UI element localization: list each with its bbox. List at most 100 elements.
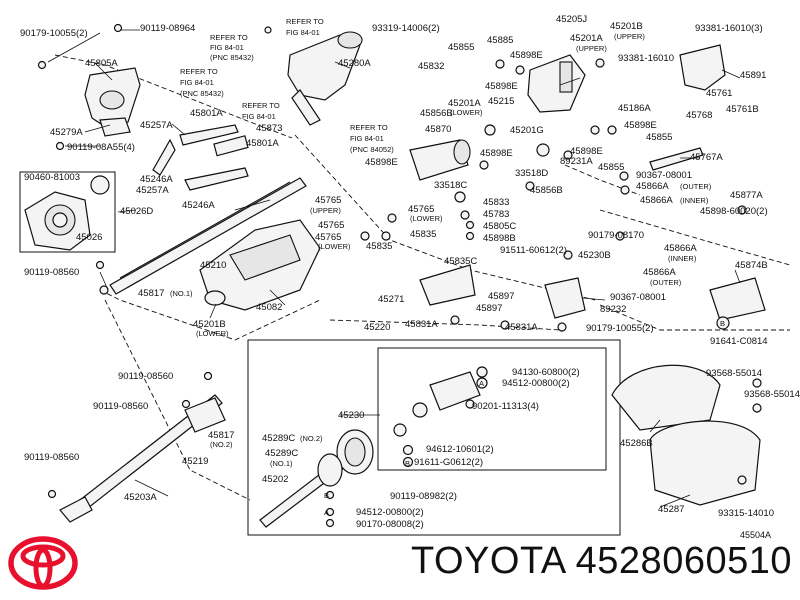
marker-a-1: A bbox=[479, 379, 484, 388]
label-93381: 93381-16010 bbox=[618, 53, 674, 64]
part-caption: TOYOTA 4528060510 bbox=[372, 540, 792, 600]
label-45898-60020: 45898-60020(2) bbox=[700, 206, 768, 217]
label-lower-b: (LOWER) bbox=[410, 214, 443, 223]
label-45832: 45832 bbox=[418, 61, 444, 72]
label-45215: 45215 bbox=[488, 96, 514, 107]
lever-45246a bbox=[184, 167, 249, 191]
label-33518d: 33518D bbox=[515, 168, 548, 179]
label-45765-low: 45765 bbox=[318, 220, 344, 231]
label-45835-a: 45835 bbox=[410, 229, 436, 240]
label-45761b: 45761B bbox=[726, 104, 759, 115]
label-refer3-a: REFER TO bbox=[180, 67, 218, 76]
label-90119-08560-c: 90119-08560 bbox=[93, 401, 148, 412]
label-refer1-a: REFER TO bbox=[286, 17, 324, 26]
marker-b-1: B bbox=[720, 319, 725, 328]
label-45866a-2: 45866A bbox=[664, 243, 697, 254]
label-91641: 91641-C0814 bbox=[710, 336, 768, 347]
upper-cover-45286b bbox=[611, 364, 721, 431]
label-no1-b: (NO.1) bbox=[270, 459, 293, 468]
label-refer2-a: REFER TO bbox=[210, 33, 248, 42]
label-93319: 93319-14006(2) bbox=[372, 23, 440, 34]
label-45287: 45287 bbox=[658, 504, 684, 515]
label-45898e-f: 45898E bbox=[570, 146, 603, 157]
lower-assembly-box bbox=[247, 339, 621, 536]
label-45186a: 45186A bbox=[618, 103, 651, 114]
label-94512-a: 94512-00800(2) bbox=[502, 378, 570, 389]
label-93568-a: 93568-55014 bbox=[706, 368, 762, 379]
label-45898e-e: 45898E bbox=[480, 148, 513, 159]
label-45866a-inner: 45866A bbox=[640, 195, 673, 206]
label-45202: 45202 bbox=[262, 474, 288, 485]
label-45286b: 45286B bbox=[620, 438, 653, 449]
label-45835-b: 45835 bbox=[366, 241, 392, 252]
label-45783: 45783 bbox=[483, 209, 509, 220]
label-45891: 45891 bbox=[740, 70, 766, 81]
label-90119-08964: 90119-08964 bbox=[140, 23, 195, 34]
label-90460: 90460-81003 bbox=[24, 172, 80, 183]
label-refer2-c: (PNC 85432) bbox=[210, 53, 254, 62]
leader-lines bbox=[47, 29, 741, 508]
collar-45870 bbox=[409, 139, 469, 181]
label-45765-c: 45765 bbox=[315, 232, 341, 243]
label-45831a-1: 45831A bbox=[405, 319, 438, 330]
label-no1-a: (NO.1) bbox=[170, 289, 193, 298]
lever-45257a bbox=[179, 124, 239, 146]
label-45898b: 45898B bbox=[483, 233, 516, 244]
label-45856b: 45856B bbox=[420, 108, 453, 119]
label-45257a-2: 45257A bbox=[136, 185, 169, 196]
label-45201a-low: 45201A bbox=[448, 98, 481, 109]
label-upper-a: (UPPER) bbox=[576, 44, 607, 53]
label-45856b-2: 45856B bbox=[530, 185, 563, 196]
label-45855-c: 45855 bbox=[598, 162, 624, 173]
label-90367-outer: 90367-08001 bbox=[636, 170, 692, 181]
label-45289c-2: 45289C bbox=[262, 433, 295, 444]
label-45219: 45219 bbox=[182, 456, 208, 467]
part-number: 4528060510 bbox=[575, 540, 792, 582]
marker-b-3: B bbox=[405, 459, 410, 468]
part-labels: 90179-10055(2) 90119-08964 REFER TO FIG … bbox=[20, 14, 800, 530]
label-45831a-2: 45831A bbox=[505, 322, 538, 333]
main-shaft-45210 bbox=[109, 177, 307, 295]
bearing-45289c-1 bbox=[317, 453, 343, 487]
label-45201g: 45201G bbox=[510, 125, 544, 136]
label-45870: 45870 bbox=[425, 124, 451, 135]
lower-cover-45287 bbox=[649, 420, 761, 506]
label-45230b: 45230B bbox=[578, 250, 611, 261]
label-refer4-a: REFER TO bbox=[242, 101, 280, 110]
label-45897-a: 45897 bbox=[488, 291, 514, 302]
bracket-45205j bbox=[527, 54, 586, 113]
marker-a-2: A bbox=[324, 508, 329, 517]
label-45898e-c: 45898E bbox=[365, 157, 398, 168]
pad-45874b bbox=[709, 277, 766, 321]
label-45767a: 45767A bbox=[690, 152, 723, 163]
label-45805a: 45805A bbox=[85, 58, 118, 69]
block-89232 bbox=[544, 277, 586, 319]
label-90201: 90201-11313(4) bbox=[472, 401, 539, 412]
label-45026d: 45026D bbox=[120, 206, 153, 217]
label-outer-b: (OUTER) bbox=[650, 278, 682, 287]
label-45082: 45082 bbox=[256, 302, 282, 313]
label-lower-c: (LOWER) bbox=[318, 242, 351, 251]
label-45280a: 45280A bbox=[338, 58, 371, 69]
brand-name: TOYOTA bbox=[410, 540, 565, 582]
label-45201a-up: 45201A bbox=[570, 33, 603, 44]
label-45817-a: 45817 bbox=[138, 288, 164, 299]
label-refer3-c: (PNC 85432) bbox=[180, 89, 224, 98]
label-33518c: 33518C bbox=[434, 180, 467, 191]
label-refer4-b: FIG 84-01 bbox=[242, 112, 276, 121]
label-45801a-1: 45801A bbox=[190, 108, 223, 119]
label-45246a-1: 45246A bbox=[140, 174, 173, 185]
toyota-logo bbox=[8, 536, 78, 590]
label-45801a-2: 45801A bbox=[246, 138, 279, 149]
label-45805c: 45805C bbox=[483, 221, 516, 232]
bracket-45891 bbox=[679, 44, 726, 91]
label-45885: 45885 bbox=[487, 35, 513, 46]
label-inner-a: (INNER) bbox=[680, 196, 709, 205]
label-45279a: 45279A bbox=[50, 127, 83, 138]
label-45897-b: 45897 bbox=[476, 303, 502, 314]
label-91611: 91611-G0612(2) bbox=[414, 457, 483, 468]
label-upper-c: (UPPER) bbox=[310, 206, 341, 215]
label-45205j: 45205J bbox=[556, 14, 587, 25]
label-refer5-b: FIG 84-01 bbox=[350, 134, 384, 143]
label-89232: 89232 bbox=[600, 304, 626, 315]
